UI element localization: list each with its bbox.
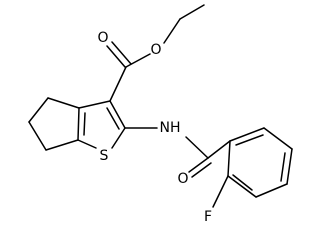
- bond-c2-s: [111, 127, 126, 149]
- bond-ar1-ar2: [229, 127, 265, 142]
- bond-ar3-ar4: [286, 148, 293, 185]
- bond-ar6-ar1: [227, 140, 231, 177]
- bond-ar1-ar2-inner: [235, 134, 264, 146]
- bond-ar6-f: [212, 175, 229, 208]
- bond-s-c6a: [77, 139, 97, 149]
- bond-ch2-o: [163, 18, 181, 44]
- bond-ch3-ch2: [179, 4, 205, 20]
- bond-carbonyl-c3: [109, 66, 127, 102]
- bond-ar5-ar6-inner: [232, 174, 253, 191]
- bond-c3-c2-inner: [106, 107, 120, 130]
- bond-ar3-ar4-inner: [280, 152, 286, 182]
- amide-nitrogen-label: NH: [160, 120, 181, 136]
- bond-carbonyl-double-a: [106, 45, 126, 68]
- bond-ar5-ar6: [227, 175, 257, 198]
- bond-c3a-ch2: [47, 97, 80, 109]
- bond-c3-c2-double: [109, 100, 126, 129]
- bond-amide-double-b: [191, 162, 212, 178]
- bond-amide-c-aryl: [207, 140, 231, 159]
- bond-c3a-c3: [78, 100, 111, 109]
- amide-oxygen-label: O: [177, 171, 188, 187]
- bond-amide-double-a: [188, 157, 209, 173]
- bond-c3a-c6a-double: [77, 107, 80, 141]
- bond-o-carbonyl: [125, 53, 151, 68]
- bond-ar4-ar5: [255, 183, 288, 198]
- ester-ether-oxygen-label: O: [150, 42, 161, 58]
- bond-carbonyl-double-b: [111, 41, 132, 65]
- fluorine-label: F: [204, 209, 212, 225]
- bond-ch2-ch2-bottom: [28, 121, 47, 151]
- bond-nh-amide-c: [185, 136, 209, 159]
- molecule-svg: O O S NH O F: [28, 4, 293, 225]
- thiophene-sulfur-label: S: [100, 148, 109, 164]
- bond-ch2-ch2-top: [28, 97, 49, 123]
- ester-carbonyl-oxygen-label: O: [97, 30, 108, 46]
- bond-c3a-c6a-inner: [83, 112, 86, 136]
- bond-ch2-c6a: [45, 139, 79, 151]
- bond-ar2-ar3: [263, 127, 293, 150]
- structure-diagram: O O S NH O F: [28, 4, 293, 225]
